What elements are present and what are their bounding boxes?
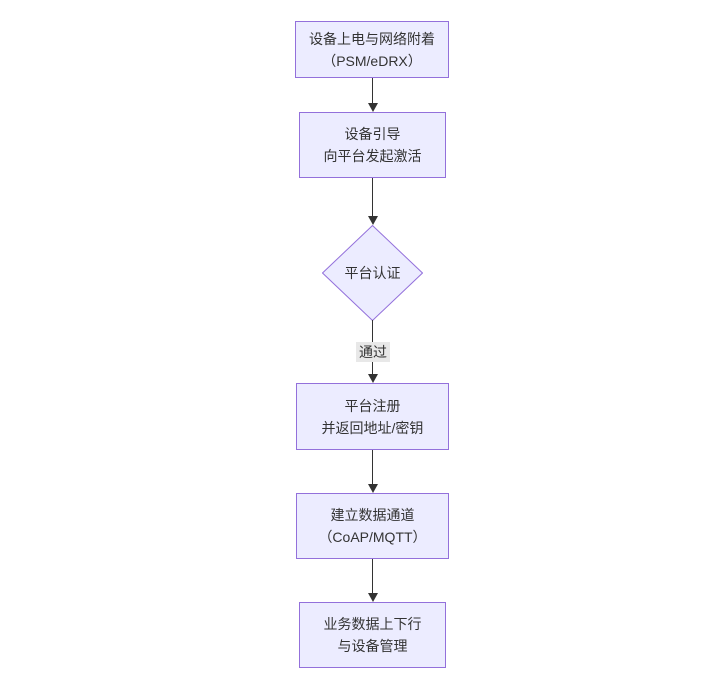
- edge-line-4: [372, 450, 373, 484]
- node-label-line: 并返回地址/密钥: [321, 419, 424, 436]
- node-label-line: （CoAP/MQTT）: [318, 529, 427, 545]
- edge-label-pass: 通过: [356, 342, 390, 362]
- decision-node-platform-auth: 平台认证: [322, 225, 423, 321]
- node-label-line: 平台认证: [344, 265, 401, 281]
- edge-line-2: [372, 178, 373, 216]
- node-label-line: 向平台发起激活: [323, 148, 422, 164]
- node-label-line: 设备引导: [344, 126, 401, 142]
- edge-line-5: [372, 559, 373, 593]
- node-label-line: 与设备管理: [337, 638, 408, 654]
- arrowhead-icon: [368, 216, 378, 225]
- node-label-line: 业务数据上下行: [323, 616, 422, 632]
- edge-line-1: [372, 78, 373, 104]
- node-label-line: 设备上电与网络附着: [309, 30, 435, 47]
- flow-node-power-on-network-attach: 设备上电与网络附着 （PSM/eDRX）: [295, 21, 449, 78]
- node-label-line: 建立数据通道: [330, 507, 415, 523]
- flow-node-platform-register: 平台注册 并返回地址/密钥: [296, 383, 449, 450]
- arrowhead-icon: [368, 374, 378, 383]
- arrowhead-icon: [368, 593, 378, 602]
- flow-node-device-bootstrap: 设备引导 向平台发起激活: [299, 112, 446, 178]
- node-label-line: （PSM/eDRX）: [322, 52, 422, 69]
- arrowhead-icon: [368, 103, 378, 112]
- flow-node-data-channel: 建立数据通道 （CoAP/MQTT）: [296, 493, 449, 559]
- node-label-line: 平台注册: [344, 397, 401, 414]
- arrowhead-icon: [368, 484, 378, 493]
- flow-node-business-data-device-mgmt: 业务数据上下行 与设备管理: [299, 602, 446, 668]
